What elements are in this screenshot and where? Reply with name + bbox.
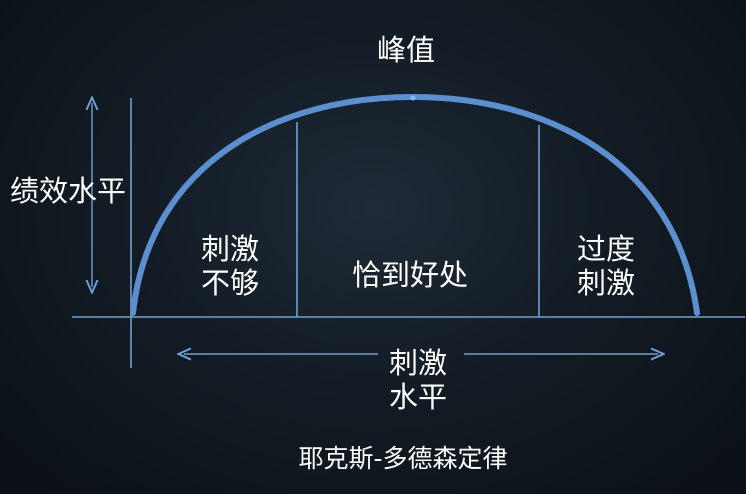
y-axis-label: 绩效水平 <box>9 174 126 208</box>
zone-label-excessive: 过度 刺激 <box>566 232 646 300</box>
zone-label-insufficient-line2: 不够 <box>200 266 259 300</box>
footer-title: 耶克斯-多德森定律 <box>298 444 508 473</box>
x-axis-label-line1: 刺激 <box>388 346 447 380</box>
zone-label-excessive-line2: 刺激 <box>576 266 635 300</box>
zone-label-excessive-line1: 过度 <box>576 232 635 266</box>
peak-marker <box>410 95 416 101</box>
x-axis-label-line2: 水平 <box>388 380 447 414</box>
zone-label-optimal: 恰到好处 <box>351 258 468 292</box>
peak-label: 峰值 <box>376 33 435 67</box>
zone-label-insufficient: 刺激 不够 <box>190 232 270 300</box>
x-axis-label: 刺激 水平 <box>378 346 458 414</box>
zone-label-insufficient-line1: 刺激 <box>200 232 259 266</box>
